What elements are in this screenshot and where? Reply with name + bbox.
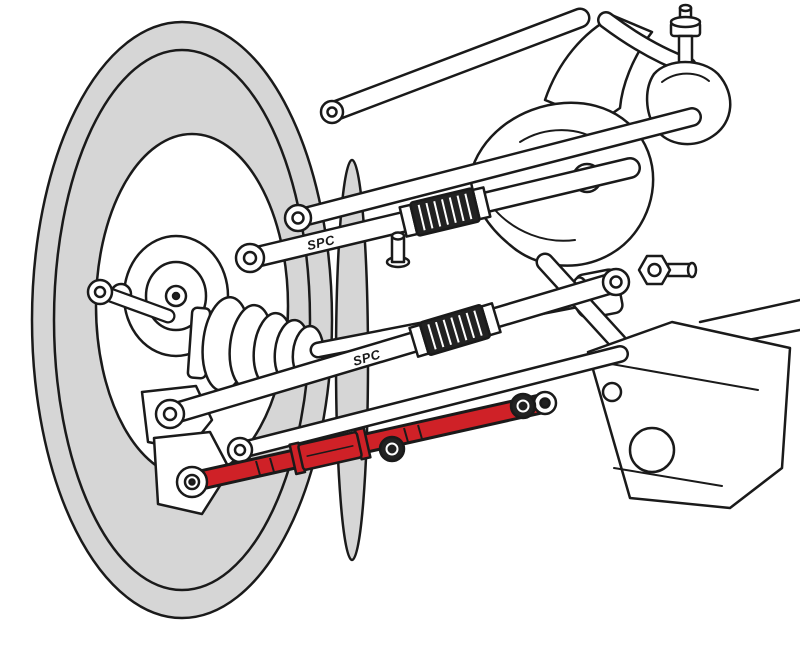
lower-link bbox=[226, 345, 629, 464]
subframe-hole-small bbox=[601, 381, 623, 403]
subframe-bolt bbox=[637, 254, 698, 286]
adjuster-ribs bbox=[417, 193, 473, 231]
lower-arm-adjuster bbox=[408, 302, 502, 358]
adjuster-ribs bbox=[427, 310, 483, 350]
toe-arm-adjuster bbox=[288, 426, 372, 476]
lower-adjustable-arm: SPC bbox=[140, 267, 631, 452]
subframe-bracket bbox=[586, 254, 800, 510]
adjustable-toe-arm-highlighted bbox=[152, 390, 558, 516]
upper-adjustable-arm: SPC bbox=[234, 157, 641, 274]
ball-stud bbox=[677, 34, 694, 66]
cv-boot bbox=[186, 295, 325, 393]
bolt-head bbox=[509, 392, 537, 420]
bolt-head bbox=[378, 435, 406, 463]
brand-label-upper: SPC bbox=[305, 232, 336, 253]
upper-link bbox=[283, 107, 702, 233]
inner-link bbox=[86, 278, 176, 324]
subframe-hole bbox=[628, 426, 676, 474]
stud-bolt bbox=[385, 231, 411, 269]
upper-arm-adjuster bbox=[398, 186, 492, 238]
upper-frame-link bbox=[319, 7, 591, 125]
